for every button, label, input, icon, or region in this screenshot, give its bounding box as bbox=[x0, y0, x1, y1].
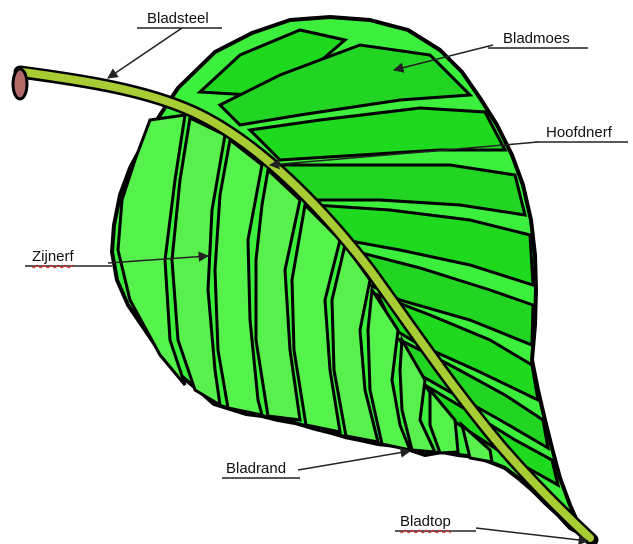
label-zijnerf: Zijnerf bbox=[32, 248, 74, 266]
label-bladmoes: Bladmoes bbox=[503, 30, 570, 48]
label-bladrand: Bladrand bbox=[226, 460, 286, 478]
label-bladsteel: Bladsteel bbox=[147, 10, 209, 28]
label-hoofdnerf: Hoofdnerf bbox=[546, 124, 612, 142]
stem-tip bbox=[13, 69, 27, 99]
label-bladtop: Bladtop bbox=[400, 513, 451, 531]
